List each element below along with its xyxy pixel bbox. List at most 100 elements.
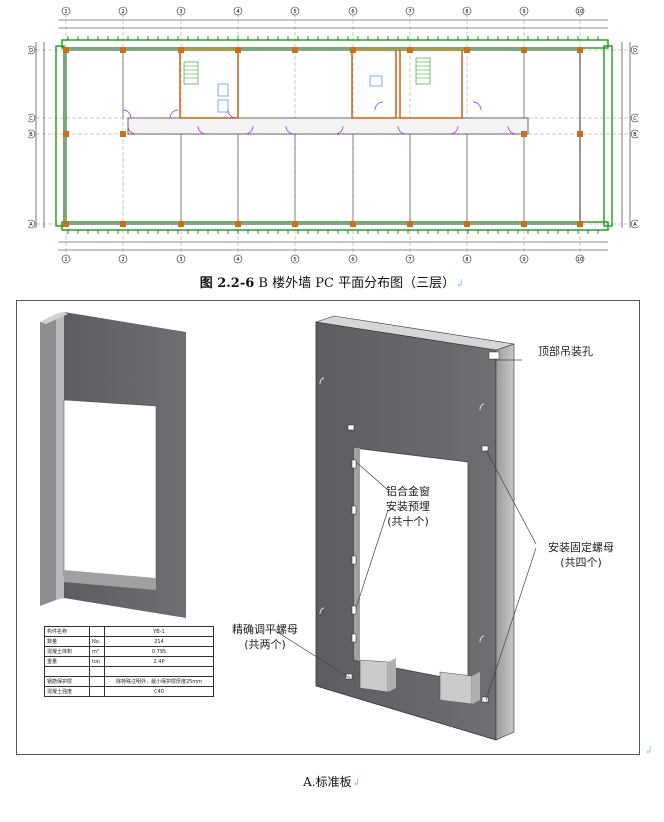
figure-caption: 图 2.2-6 B 楼外墙 PC 平面分布图（三层）↲ (0, 272, 664, 291)
axis-left-0-bubble (28, 45, 36, 55)
axis-right-1-label: C (633, 116, 637, 122)
paragraph-return-mark: ↲ (455, 277, 465, 290)
callout-fixing-nut-line-1: 安装固定螺母 (548, 541, 614, 554)
axis-top-5-bubble (290, 6, 300, 16)
sub-figure-title: A.标准板 (303, 775, 352, 789)
figure-title: B 楼外墙 PC 平面分布图（三层） (254, 276, 456, 291)
table-cell-label: 混凝土强度 (44, 686, 90, 697)
table-cell-unit (89, 676, 105, 687)
axis-bottom-7-bubble (405, 254, 415, 264)
axis-top-9-bubble (519, 6, 529, 16)
table-row (44, 666, 214, 677)
axis-top-3-label: 3 (179, 9, 182, 15)
axis-bottom-3-label: 3 (179, 257, 182, 263)
axis-bottom-1-label: 1 (64, 257, 67, 263)
axis-left-1-label: C (29, 116, 33, 122)
columns (63, 47, 583, 227)
callout-window-embed-line-3: (共十个) (387, 515, 429, 528)
large-panel-3d (315, 315, 515, 741)
table-cell-unit (89, 626, 105, 637)
axis-left-3-bubble (28, 219, 36, 229)
cores (179, 49, 463, 119)
axis-bottom-9-label: 9 (522, 257, 525, 263)
axis-right-1-bubble (630, 113, 638, 123)
axis-top-9-label: 9 (522, 9, 525, 15)
axis-top-4-label: 4 (236, 9, 239, 15)
table-cell-value: YB-1 (104, 626, 214, 637)
callout-window-embed: 铝合金窗 安装预埋 (共十个) (386, 484, 430, 529)
axis-left-3-label: A (29, 222, 33, 228)
table-row: 混凝土强度 C40 (44, 686, 214, 697)
callout-top-lifting-hole: 顶部吊装孔 (538, 345, 593, 358)
table-cell-unit: ton (89, 656, 105, 667)
figure-number: 图 2.2-6 (199, 276, 255, 291)
doors (122, 101, 517, 135)
axis-left-1-bubble (28, 113, 36, 123)
axis-bottom-9-bubble (519, 254, 529, 264)
axis-bottom-6-label: 6 (351, 257, 354, 263)
table-cell-unit (89, 686, 105, 697)
partitions (122, 50, 525, 224)
lifts (217, 75, 383, 113)
axis-top-4-bubble (233, 6, 243, 16)
callout-fixing-nut-line-2: (共四个) (560, 556, 602, 569)
axis-right-2-bubble (630, 129, 638, 139)
table-cell-label: 数量 (44, 636, 90, 647)
axis-top-7-bubble (405, 6, 415, 16)
axis-bottom-7-label: 7 (408, 257, 411, 263)
axis-top-6-bubble (348, 6, 358, 16)
axis-top-8-bubble (462, 6, 472, 16)
pc-panel-ticks (67, 36, 599, 234)
table-cell-label (44, 666, 90, 677)
axis-left-2-label: B (29, 132, 33, 138)
axis-top-10-label: 10 (577, 9, 583, 15)
axis-left-2-bubble (28, 129, 36, 139)
table-cell-unit: m³ (89, 646, 105, 657)
axis-top-2-bubble (118, 6, 128, 16)
table-cell-label: 构件名称 (44, 626, 90, 637)
axis-right-0-bubble (630, 45, 638, 55)
table-cell-value (104, 666, 214, 677)
pc-panels-green (55, 39, 613, 231)
axis-bottom-1-bubble (61, 254, 71, 264)
axis-bottom-10-bubble (575, 254, 585, 264)
axis-bottom-10-label: 10 (577, 257, 583, 263)
callout-leveling-nut-line-2: (共两个) (244, 638, 286, 651)
table-cell-label: 混凝土体积 (44, 646, 90, 657)
axis-bottom-6-bubble (348, 254, 358, 264)
table-cell-value: C40 (104, 686, 214, 697)
panel-figure-frame (16, 300, 640, 755)
axis-top-2-label: 2 (121, 9, 124, 15)
axis-left-0-label: D (29, 48, 33, 54)
axis-top-6-label: 6 (351, 9, 354, 15)
sub-figure-caption: A.标准板↲ (0, 773, 664, 790)
axis-bottom-8-bubble (462, 254, 472, 264)
sub-caption-return-mark: ↲ (351, 776, 361, 789)
axis-bottom-2-bubble (118, 254, 128, 264)
callout-window-embed-line-2: 安装预埋 (386, 500, 430, 513)
axis-right-3-label: A (633, 222, 637, 228)
axis-right-2-label: B (633, 132, 637, 138)
axis-bottom-5-label: 5 (293, 257, 296, 263)
axis-top-10-bubble (575, 6, 585, 16)
axis-top-7-label: 7 (408, 9, 411, 15)
axis-top-1-bubble (61, 6, 71, 16)
callout-window-embed-line-1: 铝合金窗 (386, 485, 430, 498)
dimension-lines (35, 19, 631, 251)
axis-bottom-8-label: 8 (465, 257, 468, 263)
pc-panel-drawing (40, 312, 537, 741)
axis-bottom-4-label: 4 (236, 257, 239, 263)
table-row: 构件名称 YB-1 (44, 626, 214, 637)
axis-top-3-bubble (176, 6, 186, 16)
axis-right-3-bubble (630, 219, 638, 229)
axis-bottom-2-label: 2 (121, 257, 124, 263)
frame-return-mark: ↲ (644, 744, 654, 757)
table-cell-label: 钢筋保护层 (44, 676, 90, 687)
table-cell-value: 2.4P (104, 656, 214, 667)
callout-leveling-nut-line-1: 精确调平螺母 (232, 623, 298, 636)
axis-right-0-label: D (633, 48, 637, 54)
